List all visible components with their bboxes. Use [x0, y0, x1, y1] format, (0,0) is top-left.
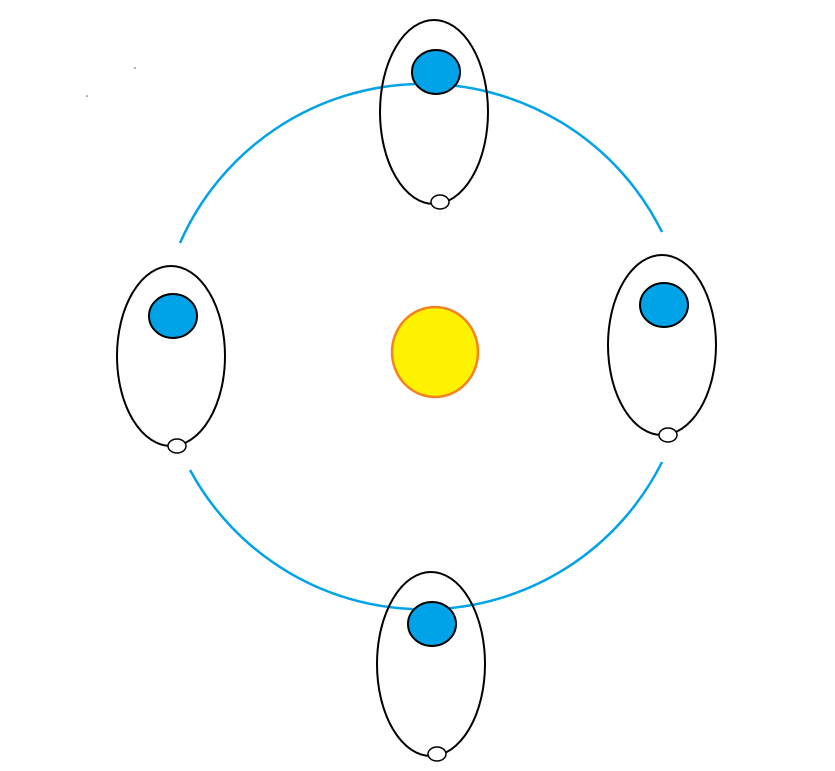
- planet-system-left: [116, 265, 226, 454]
- speck: [134, 67, 136, 69]
- moon-right: [658, 427, 678, 443]
- planet-left: [148, 293, 198, 339]
- planet-bottom: [407, 601, 457, 647]
- moon-bottom: [427, 746, 447, 762]
- planet-system-right: [607, 254, 717, 443]
- speck: [86, 95, 88, 97]
- planet-system-top: [379, 19, 489, 210]
- moon-orbit-top: [379, 19, 489, 205]
- planet-top: [411, 49, 461, 95]
- orbit-arc-top: [178, 82, 664, 244]
- planet-system-bottom: [376, 571, 486, 762]
- moon-left: [167, 438, 187, 454]
- moon-top: [430, 194, 450, 210]
- moon-orbit-right: [607, 254, 717, 436]
- moon-orbit-bottom: [376, 571, 486, 757]
- moon-orbit-left: [116, 265, 226, 447]
- orbit-arc-bottom: [188, 461, 664, 611]
- sun: [390, 305, 480, 399]
- planet-right: [639, 282, 689, 328]
